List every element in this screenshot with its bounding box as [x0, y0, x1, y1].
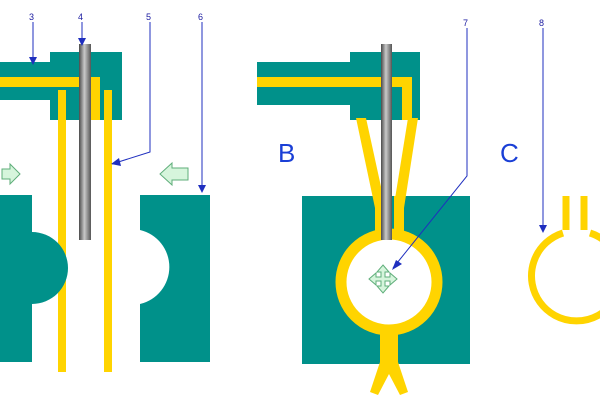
mold-half-right-a — [140, 195, 210, 362]
neck-left-b — [375, 196, 385, 240]
label-7: 7 — [463, 18, 468, 28]
arrowhead-5-icon — [111, 158, 121, 166]
arrow-right-icon — [1, 162, 21, 186]
arrowhead-6-icon — [198, 185, 206, 193]
label-6: 6 — [198, 12, 203, 22]
panel-label-b: B — [278, 138, 295, 168]
finished-bottle-c — [562, 196, 588, 230]
pinch-off-b — [370, 330, 408, 395]
arrow-left-icon — [159, 161, 189, 187]
arrowhead-8-icon — [539, 225, 547, 233]
label-8: 8 — [539, 18, 544, 28]
leader-5 — [111, 22, 151, 165]
label-4: 4 — [78, 12, 83, 22]
panel-a — [0, 44, 210, 372]
parison-left-wall-a — [58, 90, 66, 372]
finished-bottle-body-c — [528, 229, 600, 325]
panel-c — [528, 196, 600, 325]
air-pressure-icon — [368, 264, 398, 294]
arrowhead-3-icon — [29, 57, 37, 65]
label-5: 5 — [146, 12, 151, 22]
panel-b — [257, 44, 470, 395]
label-3: 3 — [29, 12, 34, 22]
neck-right-b — [394, 196, 404, 240]
panel-label-c: C — [500, 138, 519, 168]
blow-pin-a — [79, 44, 91, 240]
leader-lines — [29, 22, 547, 270]
arrowhead-7-icon — [392, 260, 402, 270]
melt-channel-b — [257, 77, 412, 120]
leader-7 — [392, 28, 468, 269]
parison-right-wall-a — [104, 90, 112, 372]
blown-bottle-b — [335, 228, 443, 336]
mold-half-left-a — [0, 195, 68, 362]
parison-neck-right-b — [394, 118, 418, 208]
blow-pin-b — [381, 44, 392, 240]
parison-neck-left-b — [356, 118, 385, 208]
arrowhead-4-icon — [78, 38, 86, 46]
